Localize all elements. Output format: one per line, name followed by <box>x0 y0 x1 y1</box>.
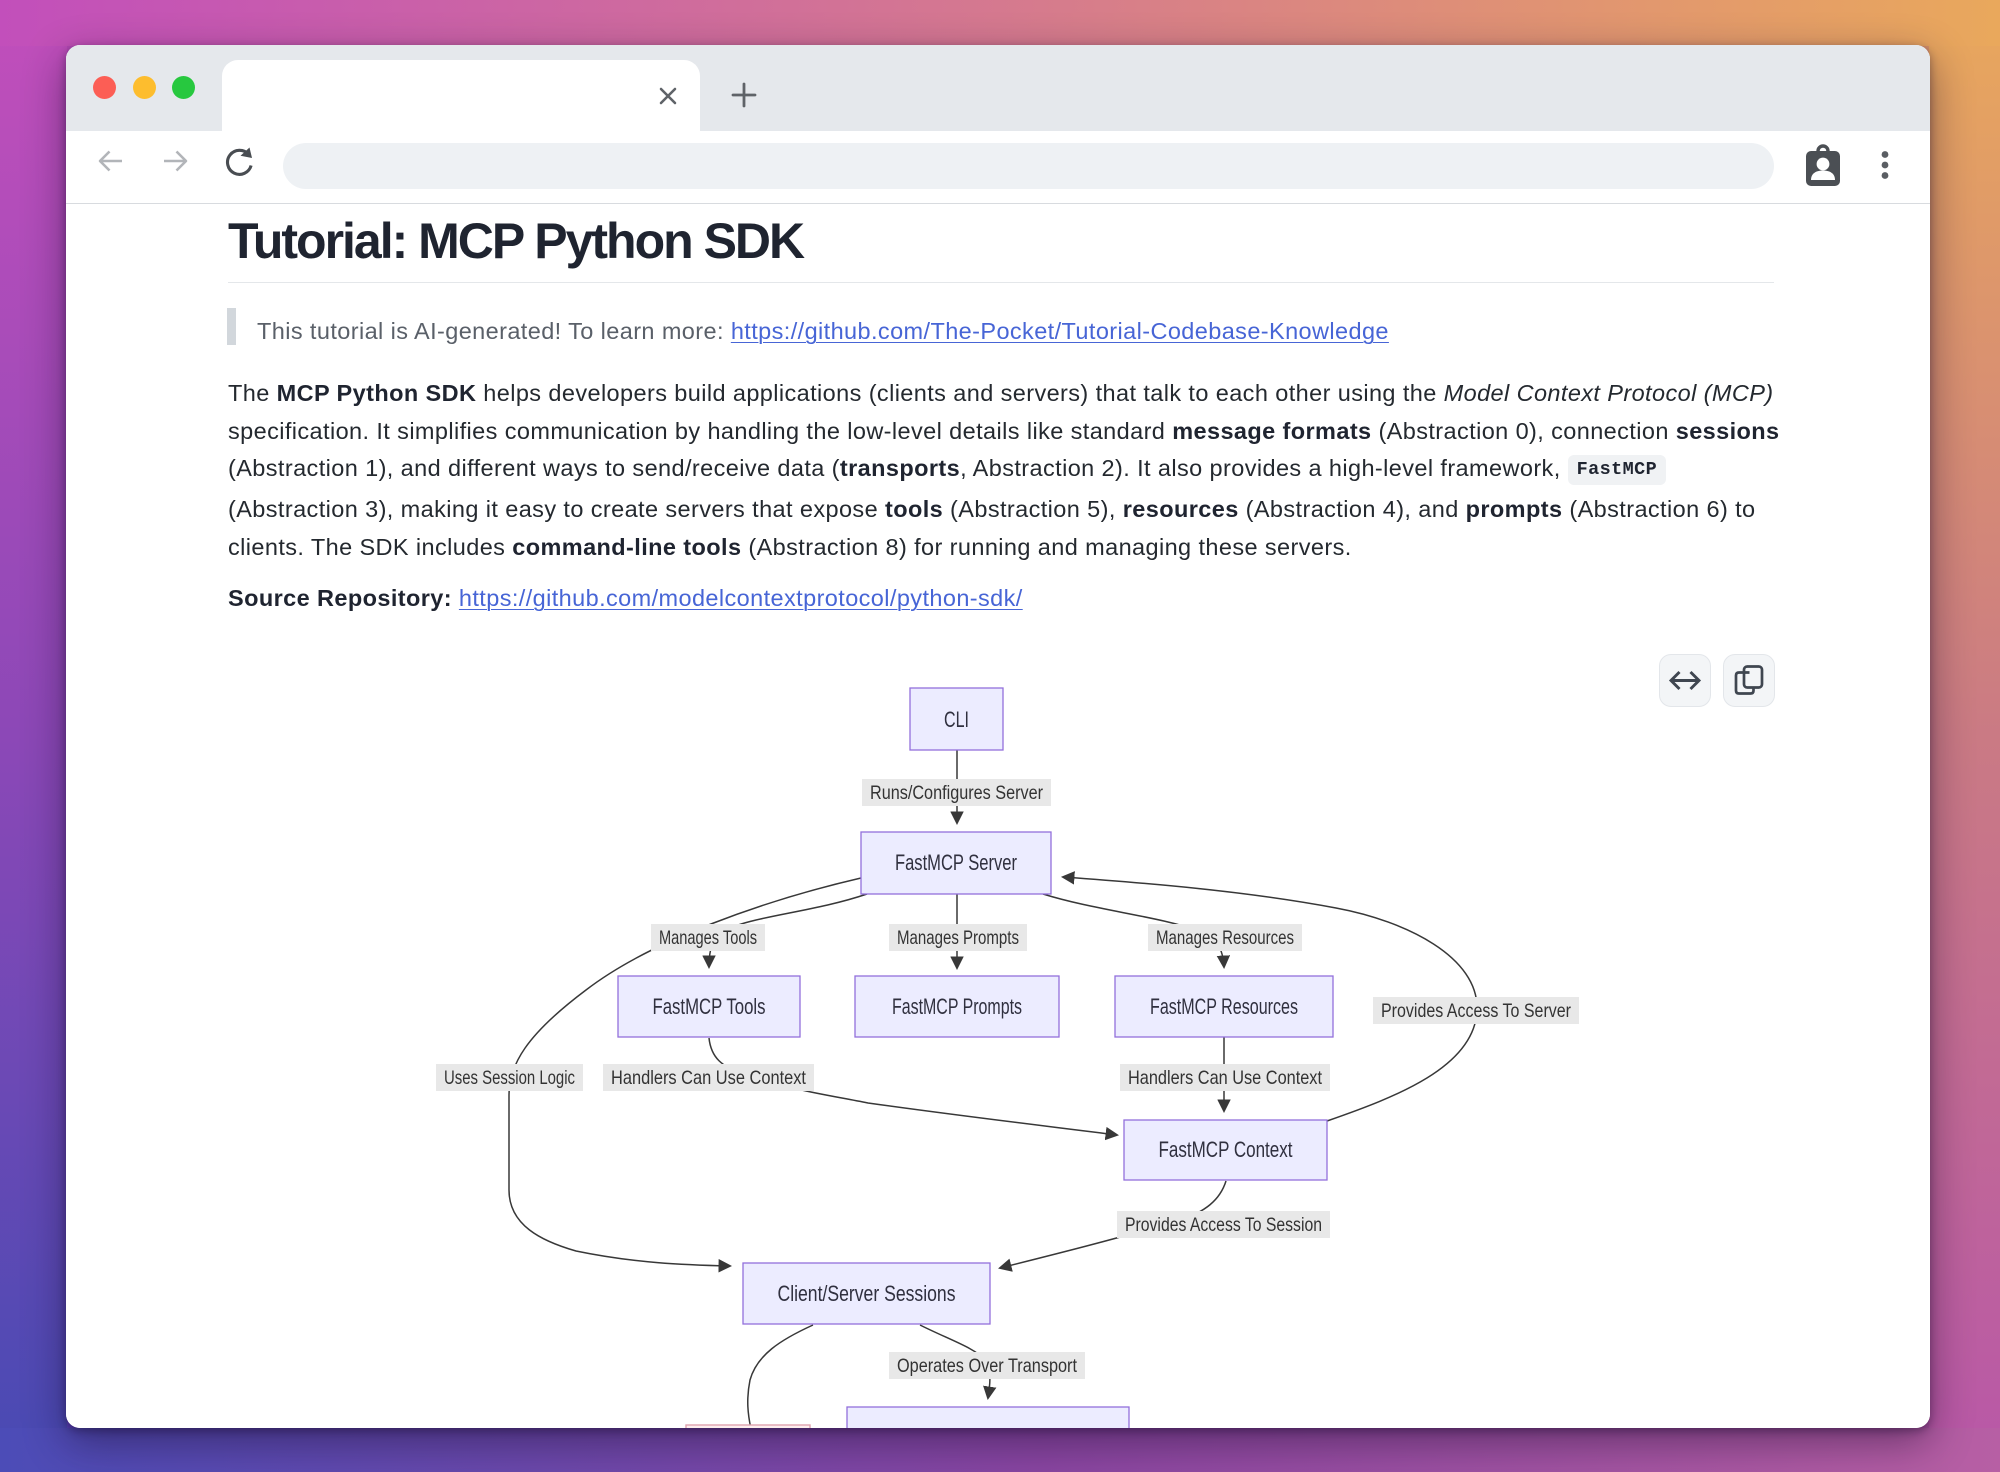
svg-text:FastMCP Context: FastMCP Context <box>1159 1137 1293 1162</box>
svg-text:Uses Session Logic: Uses Session Logic <box>444 1067 575 1089</box>
svg-text:Manages Resources: Manages Resources <box>1156 927 1294 949</box>
svg-text:FastMCP Tools: FastMCP Tools <box>653 994 766 1019</box>
svg-text:Provides Access To Server: Provides Access To Server <box>1381 1000 1571 1022</box>
svg-text:Manages Tools: Manages Tools <box>659 927 757 949</box>
svg-text:Client/Server Sessions: Client/Server Sessions <box>778 1281 956 1306</box>
svg-text:Handlers Can Use Context: Handlers Can Use Context <box>1128 1067 1322 1089</box>
svg-text:CLI: CLI <box>944 707 969 732</box>
svg-text:FastMCP Server: FastMCP Server <box>895 850 1017 875</box>
svg-text:Runs/Configures Server: Runs/Configures Server <box>870 782 1043 804</box>
svg-text:FastMCP Resources: FastMCP Resources <box>1150 994 1298 1019</box>
svg-text:Manages Prompts: Manages Prompts <box>897 927 1019 949</box>
svg-text:Provides Access To Session: Provides Access To Session <box>1125 1214 1322 1236</box>
svg-text:Operates Over Transport: Operates Over Transport <box>897 1355 1077 1377</box>
svg-text:FastMCP Prompts: FastMCP Prompts <box>892 994 1022 1019</box>
svg-text:Handlers Can Use Context: Handlers Can Use Context <box>611 1067 806 1089</box>
